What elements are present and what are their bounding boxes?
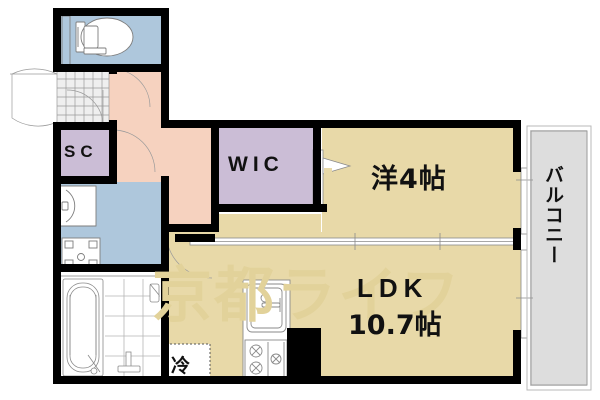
room-ldk-upper bbox=[216, 214, 321, 234]
washbasin-fixture bbox=[59, 185, 97, 227]
window-western-right bbox=[520, 167, 528, 235]
entry-inner-door-arc bbox=[66, 89, 104, 127]
label-balcony: バルコニー bbox=[542, 165, 564, 265]
label-wic: WIC bbox=[228, 153, 284, 176]
room-wic bbox=[216, 128, 318, 212]
stove-fixture bbox=[244, 339, 288, 379]
room-western bbox=[322, 128, 521, 242]
window-ldk-right bbox=[520, 249, 528, 339]
room-sc bbox=[57, 128, 112, 178]
door-western-ldk bbox=[324, 168, 332, 208]
entry-tile-grid bbox=[56, 69, 110, 127]
label-fridge: 冷 bbox=[171, 355, 192, 377]
label-sc: SC bbox=[64, 142, 98, 161]
bathtub-fixture bbox=[59, 275, 164, 380]
hall-door-arc-2 bbox=[112, 129, 156, 173]
entrance-door-swing bbox=[10, 68, 58, 127]
detail-lines bbox=[10, 68, 213, 279]
room-balcony bbox=[530, 130, 587, 386]
watermark-text: 京都ライフ bbox=[152, 261, 462, 331]
label-western-room: 洋4帖 bbox=[371, 164, 447, 195]
label-ldk-size: 10.7帖 bbox=[348, 310, 442, 341]
label-ldk: LDK bbox=[357, 273, 429, 303]
walls bbox=[53, 8, 521, 384]
balcony-outline bbox=[526, 125, 592, 391]
